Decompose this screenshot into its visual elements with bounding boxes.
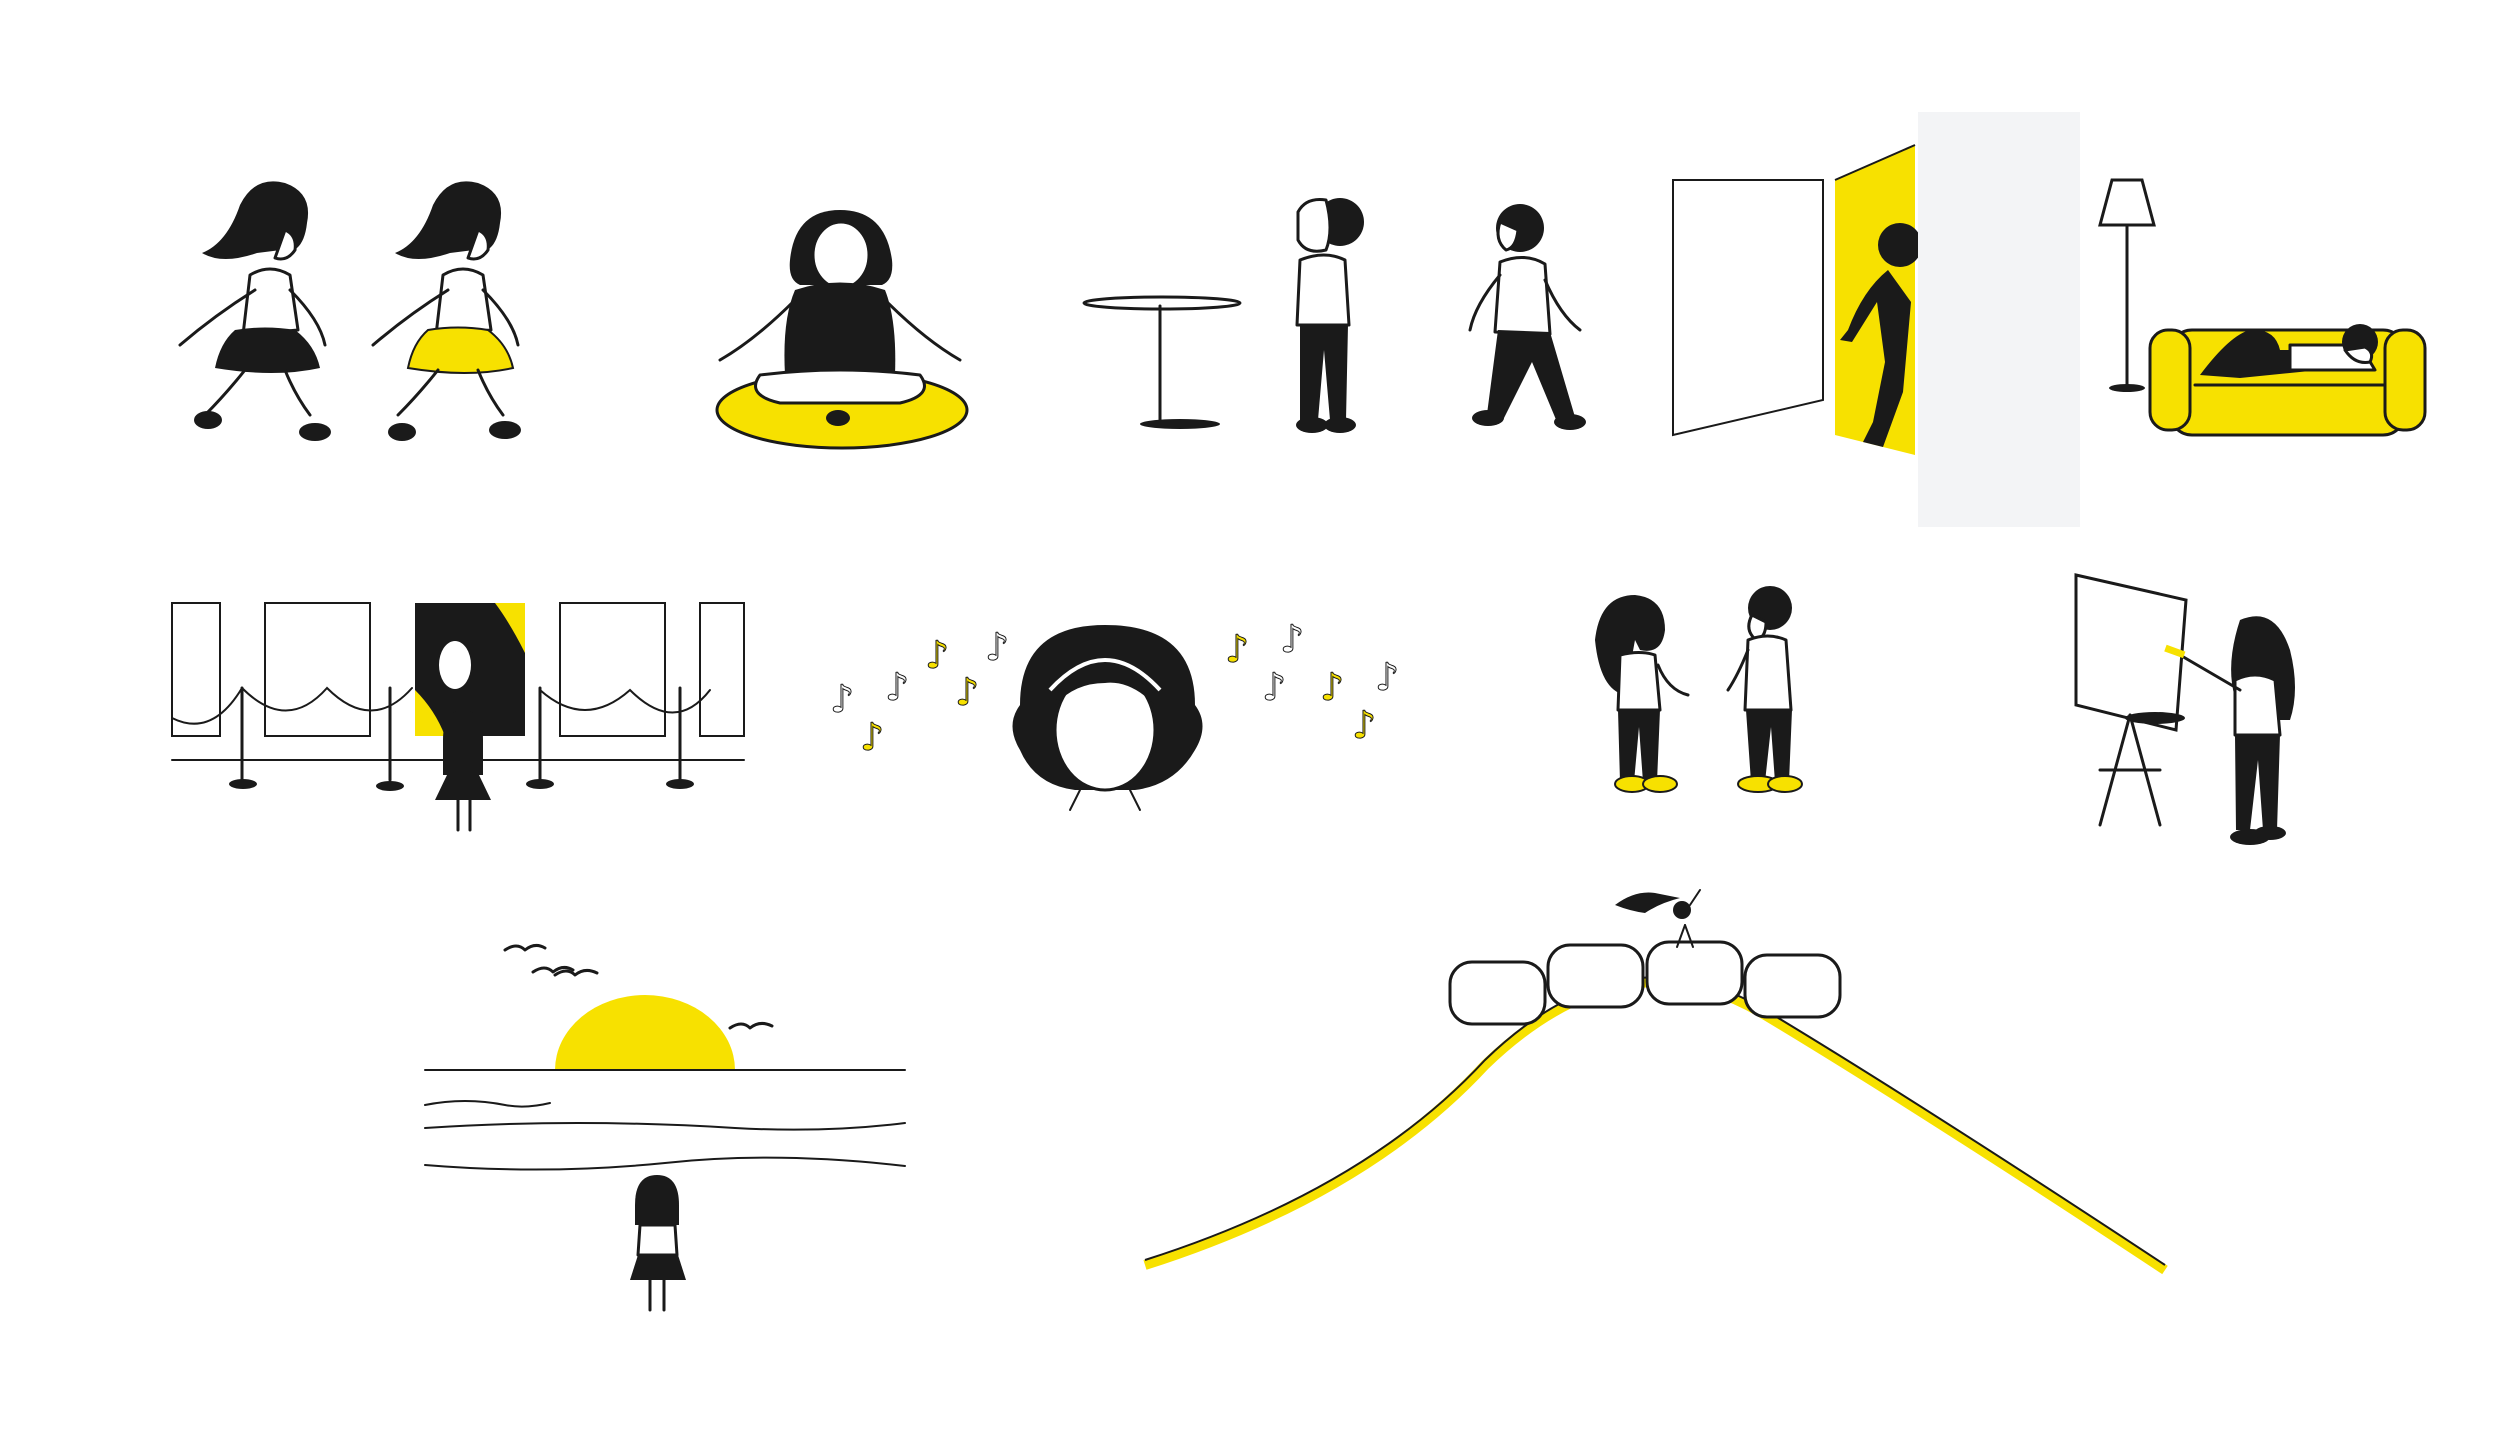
svg-text:♪: ♪: [1375, 655, 1399, 699]
svg-text:♪: ♪: [1352, 703, 1376, 747]
svg-text:♪: ♪: [885, 665, 909, 709]
svg-text:♪: ♪: [985, 625, 1009, 669]
girl-and-boy-talking: [1595, 586, 1803, 793]
svg-text:♪: ♪: [925, 633, 949, 677]
girl-walking-black-skirt: [178, 181, 331, 441]
meditating-woman: [715, 210, 969, 450]
sunset-scene: [424, 943, 906, 1312]
headphones-icon: [1012, 625, 1203, 811]
rollercoaster-hill: [1143, 889, 2168, 1275]
svg-text:♪: ♪: [1225, 627, 1249, 671]
music-note-icon: ♪ ♪ ♪ ♪ ♪ ♪ ♪ ♪ ♪ ♪ ♪ ♪: [830, 617, 1400, 760]
lamp-icon: [2098, 178, 2156, 392]
boy-walking: [1468, 204, 1586, 430]
svg-text:♪: ♪: [1320, 665, 1344, 709]
table-icon: [1082, 295, 1242, 429]
boy-facepalm: [1295, 198, 1364, 433]
svg-text:♪: ♪: [860, 715, 884, 759]
svg-text:♪: ♪: [1280, 617, 1304, 661]
svg-text:♪: ♪: [955, 670, 979, 714]
girl-walking-yellow-skirt: [371, 181, 521, 441]
easel-icon: [2074, 573, 2295, 845]
svg-text:♪: ♪: [1262, 665, 1286, 709]
sofa-icon: [2148, 324, 2427, 437]
gallery-scene: [171, 602, 745, 832]
svg-text:♪: ♪: [830, 677, 854, 721]
sun-icon: [555, 995, 735, 1070]
open-door: [1672, 112, 2080, 527]
